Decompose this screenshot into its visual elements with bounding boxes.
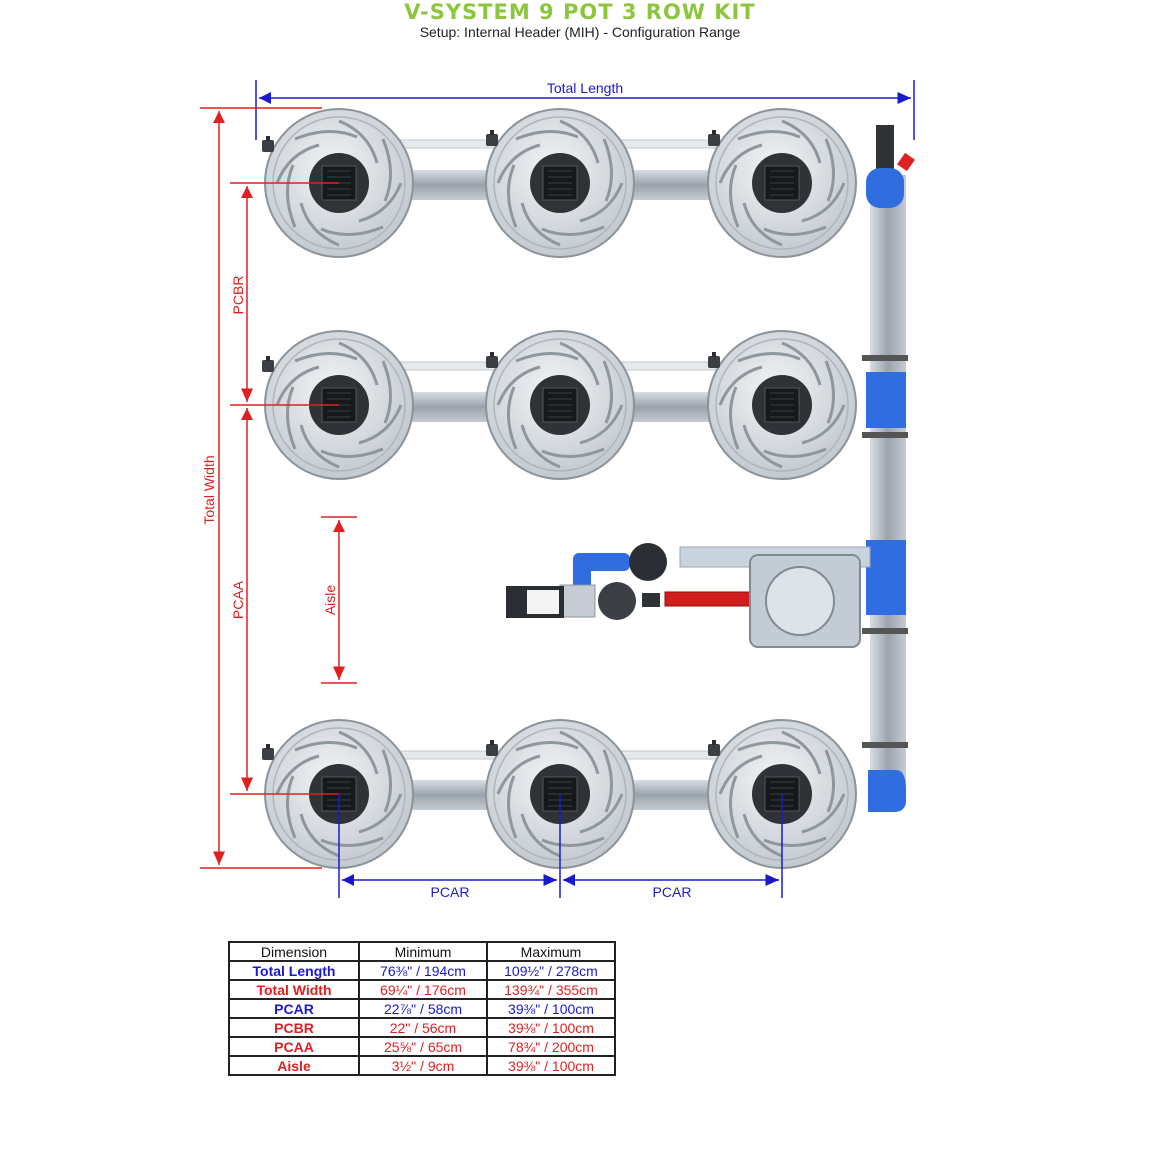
table-row: PCAR 22⅞" / 58cm 39⅜" / 100cm xyxy=(228,998,616,1019)
table-row: PCAA 25⅝" / 65cm 78¾" / 200cm xyxy=(228,1036,616,1057)
row-label: Total Width xyxy=(228,979,360,1000)
total-length-dimension: Total Length xyxy=(255,80,915,140)
row-max: 39⅜" / 100cm xyxy=(486,998,616,1019)
pot-r2-c2 xyxy=(484,329,636,481)
page-subtitle: Setup: Internal Header (MIH) - Configura… xyxy=(419,24,741,40)
row-max: 109½" / 278cm xyxy=(486,960,616,981)
header-maximum: Maximum xyxy=(486,941,616,962)
pcar-dimension: PCAR PCAR xyxy=(338,794,783,900)
header-minimum: Minimum xyxy=(358,941,488,962)
row-min: 76⅜" / 194cm xyxy=(358,960,488,981)
pot-r2-c3 xyxy=(706,329,858,481)
pcar-label-2: PCAR xyxy=(653,884,692,900)
aisle-dimension: Aisle xyxy=(321,516,357,684)
table-row: PCBR 22" / 56cm 39⅜" / 100cm xyxy=(228,1017,616,1038)
row-label: Aisle xyxy=(228,1055,360,1076)
main-header-pipe xyxy=(862,125,915,812)
row-label: PCBR xyxy=(228,1017,360,1038)
pot-r1-c3 xyxy=(706,107,858,259)
pot-r1-c2 xyxy=(484,107,636,259)
row-min: 22" / 56cm xyxy=(358,1017,488,1038)
row-min: 25⅝" / 65cm xyxy=(358,1036,488,1057)
pots xyxy=(263,107,858,870)
table-header-row: Dimension Minimum Maximum xyxy=(228,941,616,962)
row-label: Total Length xyxy=(228,960,360,981)
row-max: 39⅜" / 100cm xyxy=(486,1017,616,1038)
total-width-dimension: Total Width xyxy=(200,107,322,869)
row-label: PCAR xyxy=(228,998,360,1019)
header-dimension: Dimension xyxy=(228,941,360,962)
pcaa-label: PCAA xyxy=(230,580,246,619)
table-row: Total Width 69¼" / 176cm 139¾" / 355cm xyxy=(228,979,616,1000)
pcbr-dimension: PCBR xyxy=(230,182,339,406)
dimensions-table: Dimension Minimum Maximum Total Length 7… xyxy=(228,941,616,1076)
total-length-label: Total Length xyxy=(547,80,623,96)
row-max: 39⅜" / 100cm xyxy=(486,1055,616,1076)
row-min: 22⅞" / 58cm xyxy=(358,998,488,1019)
table-row: Total Length 76⅜" / 194cm 109½" / 278cm xyxy=(228,960,616,981)
row-max: 78¾" / 200cm xyxy=(486,1036,616,1057)
page-title: V-SYSTEM 9 POT 3 ROW KIT xyxy=(404,0,756,24)
aisle-label: Aisle xyxy=(322,585,338,616)
row-min: 69¼" / 176cm xyxy=(358,979,488,1000)
reservoir-assembly xyxy=(506,543,871,648)
row-min: 3½" / 9cm xyxy=(358,1055,488,1076)
pcbr-label: PCBR xyxy=(230,276,246,315)
row-label: PCAA xyxy=(228,1036,360,1057)
table-row: Aisle 3½" / 9cm 39⅜" / 100cm xyxy=(228,1055,616,1076)
row-max: 139¾" / 355cm xyxy=(486,979,616,1000)
pcar-label-1: PCAR xyxy=(431,884,470,900)
pcaa-dimension: PCAA xyxy=(230,408,339,795)
total-width-label: Total Width xyxy=(201,455,217,524)
